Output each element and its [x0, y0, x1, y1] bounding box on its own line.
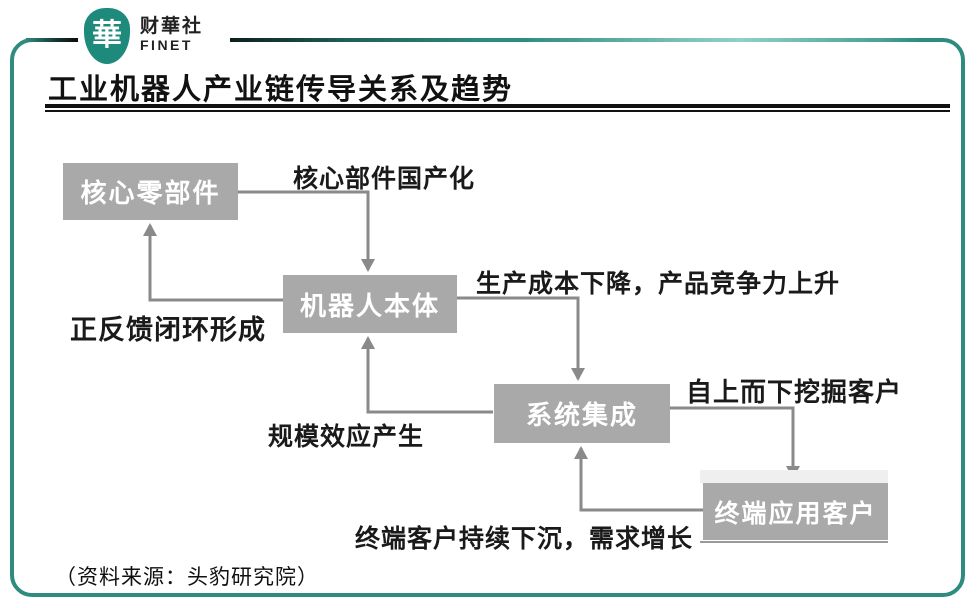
title-underline-thin [45, 110, 950, 112]
brand-name-english: FINET [140, 36, 193, 53]
finet-logo-icon: 華 [84, 8, 130, 64]
edge-label-demand-growth: 终端客户持续下沉，需求增长 [355, 525, 694, 553]
edge-label-top-down-customers: 自上而下挖掘客户 [686, 377, 903, 407]
brand-block: 财華社 FINET [140, 17, 203, 53]
node-system-integration: 系统集成 [494, 384, 670, 443]
node-robot-body: 机器人本体 [283, 275, 457, 333]
title-underline-thick [45, 104, 950, 108]
source-note: （资料来源：头豹研究院） [55, 565, 319, 589]
node-end-customer-top-strip [700, 470, 888, 483]
top-border-light-middle [520, 38, 920, 42]
edge-label-feedback-loop: 正反馈闭环形成 [70, 315, 266, 345]
edge-label-scale-effect: 规模效应产生 [268, 423, 425, 451]
node-core-components: 核心零部件 [63, 163, 238, 220]
finet-logo-character: 華 [92, 19, 122, 52]
top-border-dark-left [26, 38, 78, 42]
brand-name-chinese: 财華社 [140, 16, 204, 37]
node-end-customer: 终端应用客户 [703, 483, 888, 540]
page-title: 工业机器人产业链传导关系及趋势 [48, 74, 514, 106]
card-border-bottom-gradient [16, 593, 959, 597]
edge-label-localization: 核心部件国产化 [293, 165, 476, 193]
title-underline [45, 104, 950, 112]
edge-label-cost-down: 生产成本下降，产品竞争力上升 [476, 270, 841, 298]
node-end-customer-underline [700, 541, 888, 543]
top-border-dark-right [230, 38, 490, 42]
